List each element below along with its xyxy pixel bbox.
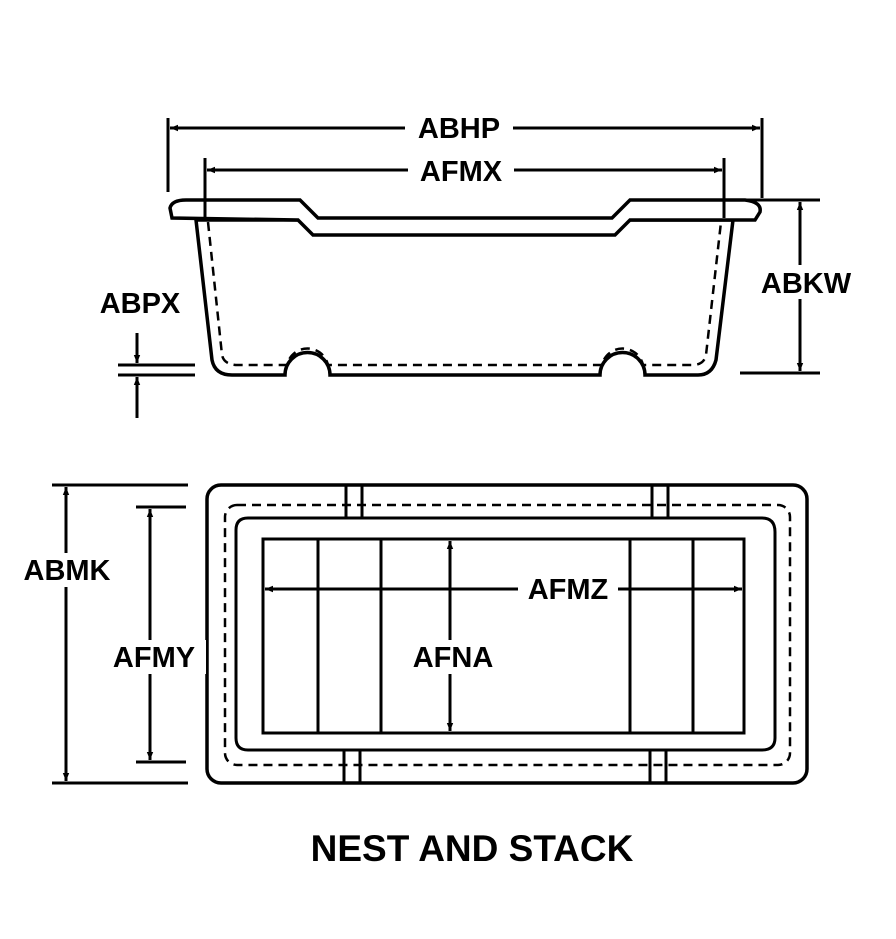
nested-container-outline <box>206 221 723 367</box>
side-view: ABHP AFMX ABKW ABPX <box>100 112 858 418</box>
abkw-label: ABKW <box>761 268 852 300</box>
afmy-label: AFMY <box>113 642 195 674</box>
container-body <box>194 218 735 377</box>
top-view: ABMK AFMY AFMZ AFNA <box>14 483 809 785</box>
abmk-label: ABMK <box>24 555 111 587</box>
abhp-label: ABHP <box>418 113 500 145</box>
afna-label: AFNA <box>413 642 494 674</box>
afmz-label: AFMZ <box>528 574 609 606</box>
stacking-tabs <box>342 483 670 785</box>
abpx-label: ABPX <box>100 288 181 320</box>
diagram-caption: NEST AND STACK <box>311 828 634 869</box>
afmx-label: AFMX <box>420 156 503 188</box>
